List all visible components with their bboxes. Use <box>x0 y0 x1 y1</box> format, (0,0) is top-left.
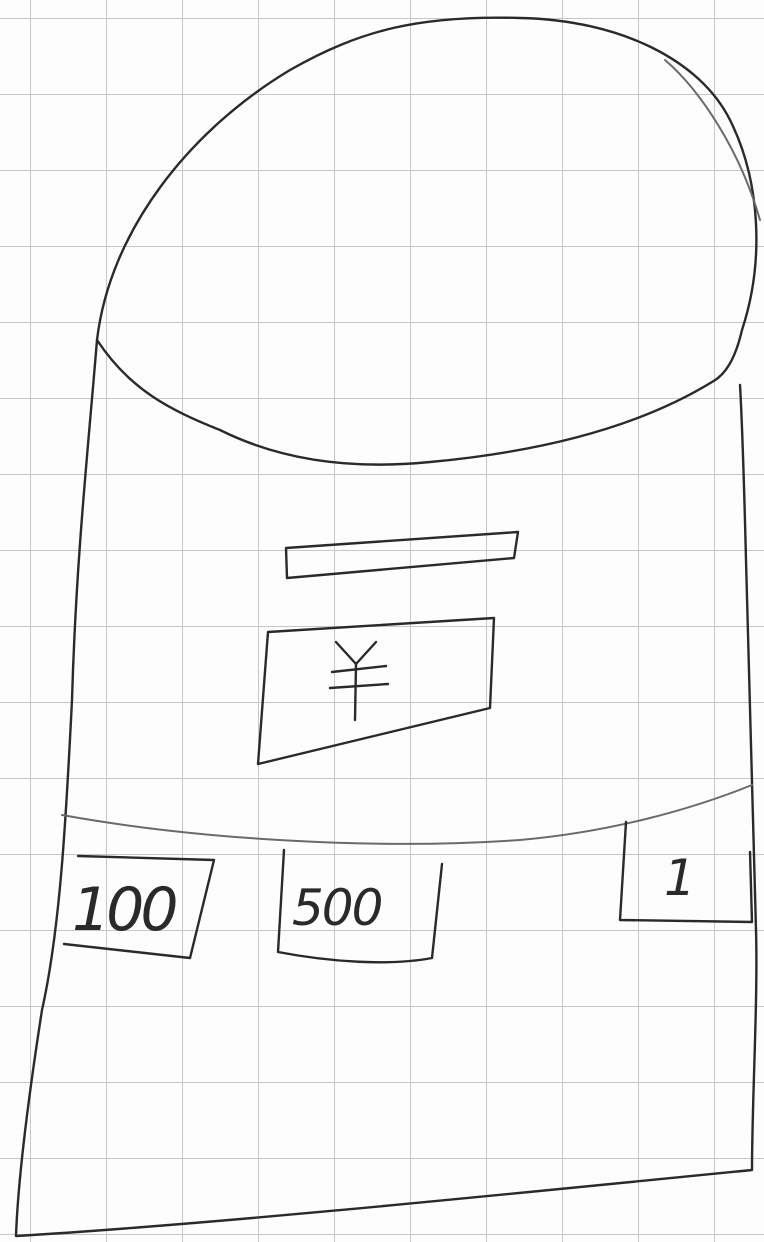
header-dome-area <box>97 18 756 465</box>
amount-button-label: 500 <box>292 879 382 937</box>
amount-button-500[interactable]: 500 <box>278 850 442 962</box>
amount-button-label: 100 <box>72 875 176 945</box>
amount-display <box>258 618 494 764</box>
amount-button-100[interactable]: 100 <box>64 856 214 958</box>
section-divider <box>62 785 752 844</box>
header-dome-edge <box>665 60 760 220</box>
amount-button-label: 1 <box>664 849 696 907</box>
app-frame-outline <box>16 340 756 1236</box>
amount-button-1[interactable]: 1 <box>620 822 752 922</box>
yen-icon <box>330 642 388 720</box>
text-bar <box>286 532 518 578</box>
